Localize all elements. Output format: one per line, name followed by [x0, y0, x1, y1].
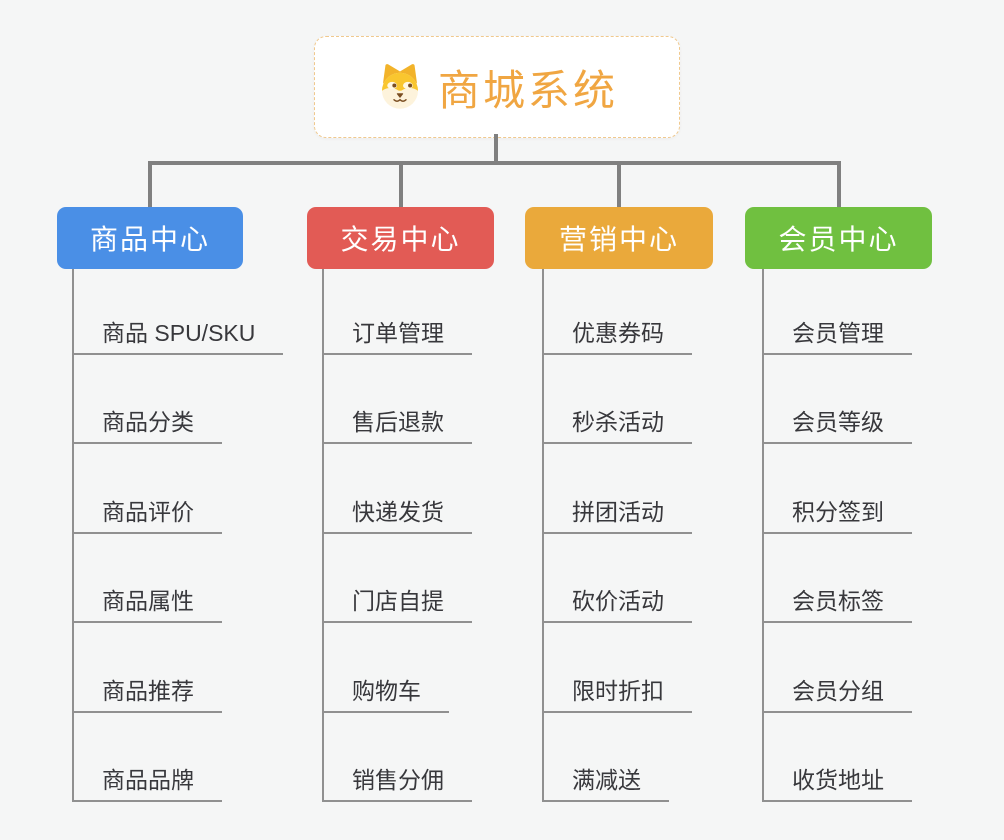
branch-item-marketing-center-5: 满减送 — [542, 764, 669, 802]
branch-spine-trade-center — [322, 269, 324, 802]
connector-drop-member-center — [836, 161, 841, 207]
branch-item-label[interactable]: 售后退款 — [322, 406, 472, 444]
connector-drop-marketing-center — [617, 161, 621, 207]
branch-item-member-center-2: 积分签到 — [762, 496, 912, 534]
branch-item-product-center-3: 商品属性 — [72, 585, 222, 623]
branch-item-trade-center-2: 快递发货 — [322, 496, 472, 534]
branch-item-label[interactable]: 商品评价 — [72, 496, 222, 534]
connector-drop-trade-center — [398, 161, 403, 207]
branch-item-member-center-0: 会员管理 — [762, 317, 912, 355]
branch-node-label: 会员中心 — [778, 224, 899, 255]
branch-node-marketing-center[interactable]: 营销中心 — [525, 207, 713, 269]
branch-item-product-center-2: 商品评价 — [72, 496, 222, 534]
branch-item-product-center-0: 商品 SPU/SKU — [72, 317, 284, 355]
root-topic-node[interactable]: 商城系统 — [314, 36, 680, 138]
branch-item-member-center-1: 会员等级 — [762, 406, 912, 444]
branch-item-member-center-4: 会员分组 — [762, 675, 912, 713]
connector-main-rail — [148, 161, 841, 165]
branch-item-product-center-1: 商品分类 — [72, 406, 222, 444]
branch-item-marketing-center-0: 优惠券码 — [542, 317, 692, 355]
branch-item-label[interactable]: 会员管理 — [762, 317, 912, 355]
branch-item-label[interactable]: 商品属性 — [72, 585, 222, 623]
branch-node-label: 交易中心 — [340, 224, 461, 255]
branch-item-product-center-4: 商品推荐 — [72, 675, 222, 713]
branch-item-label[interactable]: 满减送 — [542, 764, 669, 802]
branch-item-marketing-center-1: 秒杀活动 — [542, 406, 692, 444]
branch-item-trade-center-3: 门店自提 — [322, 585, 472, 623]
branch-item-label[interactable]: 积分签到 — [762, 496, 912, 534]
branch-item-marketing-center-4: 限时折扣 — [542, 675, 692, 713]
connector-drop-product-center — [148, 161, 152, 207]
doge-face-icon — [381, 64, 418, 109]
branch-item-label[interactable]: 秒杀活动 — [542, 406, 692, 444]
branch-item-marketing-center-2: 拼团活动 — [542, 496, 692, 534]
branch-item-member-center-5: 收货地址 — [762, 764, 912, 802]
branch-item-label[interactable]: 会员分组 — [762, 675, 912, 713]
branch-item-label[interactable]: 砍价活动 — [542, 585, 692, 623]
branch-item-label[interactable]: 商品分类 — [72, 406, 222, 444]
connector-root-stem — [494, 134, 498, 163]
branch-item-label[interactable]: 购物车 — [322, 675, 449, 713]
branch-item-trade-center-4: 购物车 — [322, 675, 449, 713]
branch-item-label[interactable]: 会员标签 — [762, 585, 912, 623]
branch-item-label[interactable]: 销售分佣 — [322, 764, 472, 802]
branch-item-member-center-3: 会员标签 — [762, 585, 912, 623]
branch-node-label: 营销中心 — [558, 224, 679, 255]
branch-item-marketing-center-3: 砍价活动 — [542, 585, 692, 623]
branch-item-product-center-5: 商品品牌 — [72, 764, 222, 802]
branch-item-label[interactable]: 商品 SPU/SKU — [72, 317, 284, 355]
branch-item-label[interactable]: 商品品牌 — [72, 764, 222, 802]
branch-item-label[interactable]: 优惠券码 — [542, 317, 692, 355]
branch-item-trade-center-1: 售后退款 — [322, 406, 472, 444]
branch-item-label[interactable]: 快递发货 — [322, 496, 472, 534]
branch-item-label[interactable]: 门店自提 — [322, 585, 472, 623]
branch-item-trade-center-0: 订单管理 — [322, 317, 472, 355]
branch-item-label[interactable]: 会员等级 — [762, 406, 912, 444]
branch-node-trade-center[interactable]: 交易中心 — [307, 207, 494, 269]
branch-node-product-center[interactable]: 商品中心 — [57, 207, 243, 269]
root-topic-label: 商城系统 — [437, 66, 618, 114]
branch-node-member-center[interactable]: 会员中心 — [745, 207, 932, 269]
branch-spine-member-center — [762, 269, 764, 802]
branch-spine-marketing-center — [542, 269, 544, 802]
branch-node-label: 商品中心 — [89, 224, 210, 255]
branch-item-label[interactable]: 拼团活动 — [542, 496, 692, 534]
branch-spine-product-center — [72, 269, 74, 802]
branch-item-label[interactable]: 订单管理 — [322, 317, 472, 355]
branch-item-label[interactable]: 限时折扣 — [542, 675, 692, 713]
branch-item-label[interactable]: 商品推荐 — [72, 675, 222, 713]
branch-item-trade-center-5: 销售分佣 — [322, 764, 472, 802]
branch-item-label[interactable]: 收货地址 — [762, 764, 912, 802]
